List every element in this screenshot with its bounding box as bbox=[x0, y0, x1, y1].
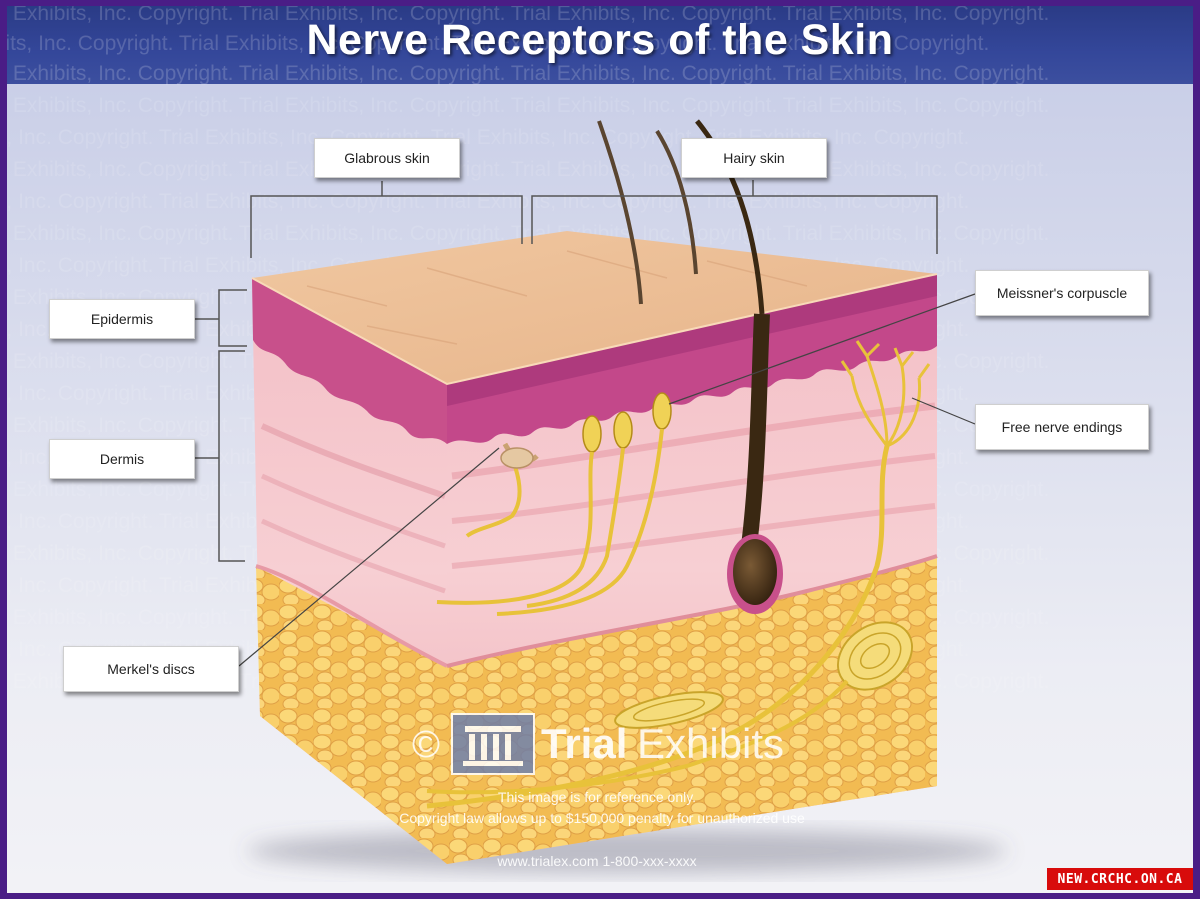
label-glabrous-skin: Glabrous skin bbox=[314, 138, 460, 178]
logo-notice-line1: This image is for reference only. bbox=[497, 789, 697, 805]
meissner-corpuscles bbox=[436, 392, 672, 616]
watermark-row: Trial Exhibits, Inc. Copyright. Trial Ex… bbox=[7, 6, 1050, 25]
label-brackets bbox=[195, 180, 938, 562]
logo-brand-trial: Trial bbox=[541, 720, 628, 767]
pacinian-corpuscles bbox=[426, 621, 914, 795]
trialexhibits-logo-mark bbox=[451, 713, 535, 775]
logo-brand-exhibits: Exhibits bbox=[637, 720, 785, 767]
skin-block-illustration bbox=[195, 119, 1007, 873]
watermark-row: Trial Exhibits, Inc. Copyright. Trial Ex… bbox=[7, 62, 1050, 85]
watermark-row: Trial Exhibits, Inc. Copyright. Trial Ex… bbox=[7, 32, 990, 55]
diagram-canvas: Trial Exhibits, Inc. Copyright. Trial Ex… bbox=[7, 6, 1193, 893]
leader-lines bbox=[238, 293, 976, 667]
label-meissners-corpuscle: Meissner's corpuscle bbox=[975, 270, 1149, 316]
copyright-symbol: © bbox=[412, 724, 440, 766]
title-bar: Trial Exhibits, Inc. Copyright. Trial Ex… bbox=[7, 6, 1193, 85]
label-free-nerve-endings: Free nerve endings bbox=[975, 404, 1149, 450]
site-badge: NEW.CRCHC.ON.CA bbox=[1047, 868, 1193, 890]
page-title: Nerve Receptors of the Skin bbox=[306, 16, 894, 64]
label-dermis: Dermis bbox=[49, 439, 195, 479]
label-hairy-skin: Hairy skin bbox=[681, 138, 827, 178]
watermark-row: Trial Exhibits, Inc. Copyright. Trial Ex… bbox=[7, 94, 1050, 117]
logo-notice-line3: www.trialex.com 1-800-xxx-xxxx bbox=[497, 853, 697, 869]
logo-notice-line2: Copyright law allows up to $150,000 pena… bbox=[399, 810, 805, 826]
watermark-row: Trial Exhibits, Inc. Copyright. Trial Ex… bbox=[7, 222, 1050, 245]
label-merkels-discs: Merkel's discs bbox=[63, 646, 239, 692]
label-epidermis: Epidermis bbox=[49, 299, 195, 339]
skin-surface bbox=[252, 231, 937, 384]
